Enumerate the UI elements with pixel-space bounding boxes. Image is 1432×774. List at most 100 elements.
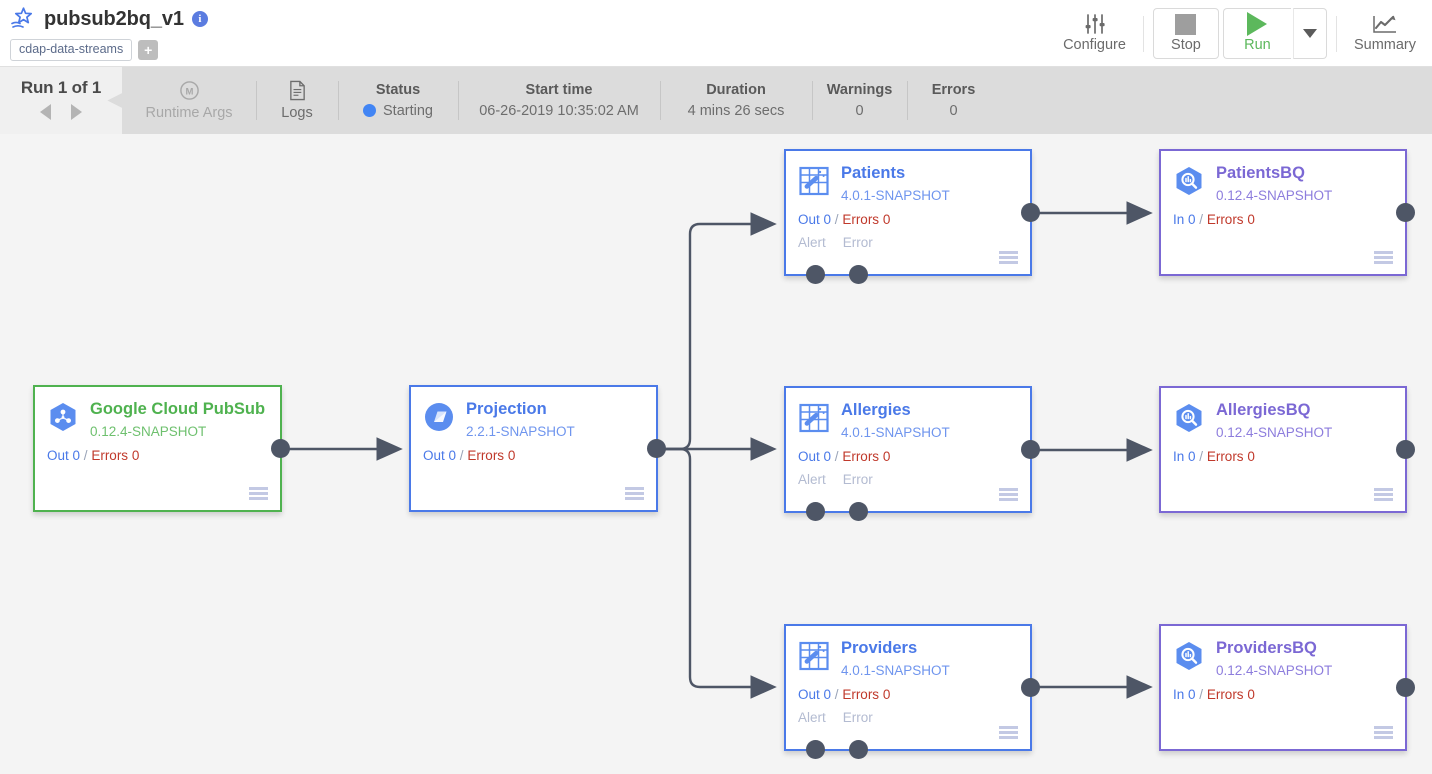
alert-port-label: Alert: [798, 710, 826, 725]
page-title: pubsub2bq_v1: [44, 7, 184, 30]
start-time-cell: Start time 06-26-2019 10:35:02 AM: [458, 67, 660, 134]
node-name: Google Cloud PubSub: [90, 400, 266, 418]
alert-port[interactable]: [806, 740, 825, 759]
node-allergiesbq[interactable]: AllergiesBQ 0.12.4-SNAPSHOT In 0 / Error…: [1159, 386, 1415, 513]
node-header: Google Cloud PubSub 0.12.4-SNAPSHOT: [35, 387, 280, 441]
node-allergies[interactable]: Allergies 4.0.1-SNAPSHOT Out 0 / Errors …: [784, 386, 1040, 521]
metric-in: In 0: [1173, 212, 1196, 227]
node-menu-button[interactable]: [1374, 488, 1393, 501]
trend-chart-icon: [1372, 14, 1398, 35]
add-tag-button[interactable]: +: [138, 40, 159, 60]
svg-text:M: M: [185, 86, 193, 97]
metric-out: Out 0: [798, 212, 832, 227]
cdap-star-icon: [10, 6, 36, 32]
metric-out: Out 0: [47, 448, 81, 463]
run-options-button[interactable]: [1292, 8, 1327, 59]
output-port[interactable]: [647, 438, 666, 458]
warnings-value: 0: [855, 102, 864, 119]
node-metrics: Out 0 / Errors 0: [798, 687, 891, 702]
run-status-bar: Run 1 of 1 M Runtime Args: [0, 67, 1432, 134]
run-label: Run: [1244, 36, 1271, 53]
node-titles: Patients 4.0.1-SNAPSHOT: [841, 163, 950, 205]
metric-errors: Errors 0: [1206, 449, 1255, 464]
runtime-args-cell[interactable]: M Runtime Args: [122, 67, 256, 134]
node-menu-button[interactable]: [1374, 726, 1393, 739]
node-version: 0.12.4-SNAPSHOT: [90, 424, 207, 439]
node-header: ProvidersBQ 0.12.4-SNAPSHOT: [1161, 626, 1405, 680]
bigquery-icon: [1173, 402, 1205, 434]
port-labels: Alert Error: [786, 228, 1030, 251]
node-patients[interactable]: Patients 4.0.1-SNAPSHOT Out 0 / Errors 0…: [784, 149, 1040, 284]
metric-in: In 0: [1173, 687, 1196, 702]
run-count-label: Run 1 of 1: [20, 78, 102, 97]
wrangler-icon: [798, 402, 830, 434]
node-menu-button[interactable]: [999, 726, 1018, 739]
node-titles: AllergiesBQ 0.12.4-SNAPSHOT: [1216, 400, 1332, 442]
metric-out: Out 0: [423, 448, 457, 463]
runtime-args-icon: M: [179, 80, 200, 101]
chevron-right-icon[interactable]: [71, 104, 82, 120]
node-name: AllergiesBQ: [1216, 401, 1311, 419]
alert-port-label: Alert: [798, 472, 826, 487]
node-metrics: In 0 / Errors 0: [1173, 212, 1255, 227]
errors-value: 0: [949, 102, 958, 119]
logs-cell[interactable]: Logs: [256, 67, 338, 134]
metric-errors: Errors 0: [842, 687, 891, 702]
output-port[interactable]: [1396, 202, 1415, 222]
node-menu-button[interactable]: [625, 487, 644, 500]
node-projection[interactable]: Projection 2.2.1-SNAPSHOT Out 0 / Errors…: [409, 385, 666, 512]
output-port[interactable]: [1021, 677, 1040, 697]
run-selector-tab: Run 1 of 1: [0, 67, 122, 134]
node-menu-button[interactable]: [1374, 251, 1393, 264]
node-header: Patients 4.0.1-SNAPSHOT: [786, 151, 1030, 205]
start-time-value: 06-26-2019 10:35:02 AM: [479, 102, 639, 119]
node-version: 4.0.1-SNAPSHOT: [841, 663, 950, 678]
play-triangle-icon: [1247, 12, 1268, 36]
node-version: 2.2.1-SNAPSHOT: [466, 424, 575, 439]
node-pubsub[interactable]: Google Cloud PubSub 0.12.4-SNAPSHOT Out …: [33, 385, 290, 512]
pipeline-canvas[interactable]: Google Cloud PubSub 0.12.4-SNAPSHOT Out …: [0, 134, 1432, 774]
metric-errors: Errors 0: [842, 212, 891, 227]
duration-cell: Duration 4 mins 26 secs: [660, 67, 812, 134]
pipeline-title-row: pubsub2bq_v1 i: [10, 4, 208, 34]
error-port-label: Error: [842, 472, 873, 487]
alert-port[interactable]: [806, 265, 825, 284]
metric-errors: Errors 0: [842, 449, 891, 464]
status-badge: Starting: [363, 102, 433, 120]
node-menu-button[interactable]: [249, 487, 268, 500]
chevron-left-icon[interactable]: [40, 104, 51, 120]
node-titles: Allergies 4.0.1-SNAPSHOT: [841, 400, 950, 442]
alert-port[interactable]: [806, 502, 825, 521]
duration-value: 4 mins 26 secs: [687, 102, 785, 119]
node-menu-button[interactable]: [999, 488, 1018, 501]
divider: [1142, 15, 1144, 52]
output-port[interactable]: [271, 438, 290, 458]
stop-button[interactable]: Stop: [1152, 8, 1219, 59]
metric-out: Out 0: [798, 449, 832, 464]
output-port[interactable]: [1021, 202, 1040, 222]
edge-layer: [287, 201, 1153, 699]
error-port[interactable]: [849, 502, 868, 521]
error-port[interactable]: [849, 265, 868, 284]
output-port[interactable]: [1396, 439, 1415, 459]
edge-projection-patients: [663, 212, 777, 451]
edge-projection-providers: [663, 447, 777, 699]
node-name: Allergies: [841, 401, 911, 419]
node-menu-button[interactable]: [999, 251, 1018, 264]
error-port[interactable]: [849, 740, 868, 759]
pipeline-tag[interactable]: cdap-data-streams: [10, 39, 133, 61]
node-providers[interactable]: Providers 4.0.1-SNAPSHOT Out 0 / Errors …: [784, 624, 1040, 759]
output-port[interactable]: [1396, 677, 1415, 697]
configure-button[interactable]: Configure: [1053, 10, 1136, 58]
summary-button[interactable]: Summary: [1344, 10, 1426, 58]
node-titles: Providers 4.0.1-SNAPSHOT: [841, 638, 950, 680]
run-button[interactable]: Run: [1222, 8, 1291, 59]
node-providersbq[interactable]: ProvidersBQ 0.12.4-SNAPSHOT In 0 / Error…: [1159, 624, 1415, 751]
node-header: AllergiesBQ 0.12.4-SNAPSHOT: [1161, 388, 1405, 442]
start-time-title: Start time: [525, 81, 593, 98]
output-port[interactable]: [1021, 439, 1040, 459]
status-value: Starting: [383, 102, 433, 119]
info-icon[interactable]: i: [191, 11, 208, 27]
node-header: Providers 4.0.1-SNAPSHOT: [786, 626, 1030, 680]
node-patientsbq[interactable]: PatientsBQ 0.12.4-SNAPSHOT In 0 / Errors…: [1159, 149, 1415, 276]
